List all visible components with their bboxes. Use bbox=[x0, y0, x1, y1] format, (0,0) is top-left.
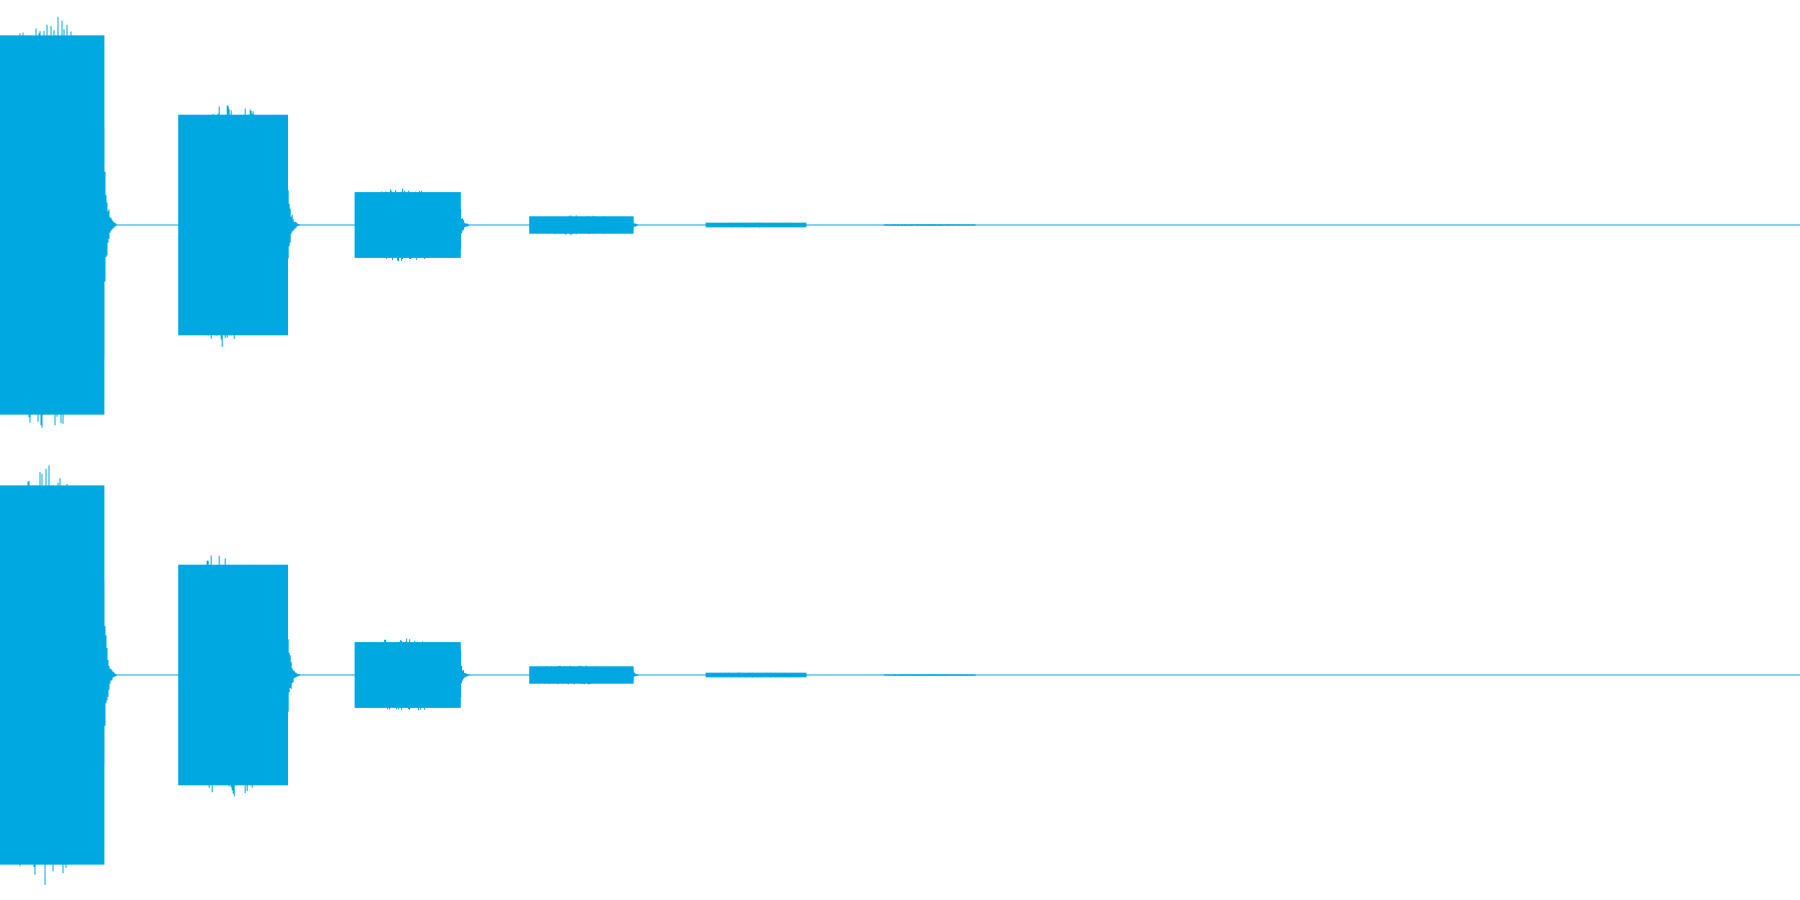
burst-core bbox=[705, 672, 807, 678]
burst-1 bbox=[0, 16, 117, 428]
burst-3 bbox=[354, 638, 474, 711]
burst-core bbox=[0, 485, 105, 865]
left-waveform-svg bbox=[0, 16, 1800, 428]
burst-4 bbox=[529, 665, 646, 685]
burst-2 bbox=[178, 555, 300, 797]
right-waveform-svg bbox=[0, 465, 1800, 885]
burst-core bbox=[529, 216, 634, 234]
burst-3 bbox=[354, 188, 474, 262]
burst-core bbox=[883, 674, 976, 676]
burst-core bbox=[705, 222, 807, 228]
burst-core bbox=[529, 666, 634, 684]
burst-6 bbox=[883, 224, 982, 226]
burst-2 bbox=[178, 105, 300, 347]
burst-core bbox=[178, 564, 288, 786]
burst-core bbox=[178, 114, 288, 336]
burst-core bbox=[0, 35, 105, 415]
channel-right-waveform[interactable] bbox=[0, 450, 1800, 900]
burst-1 bbox=[0, 465, 117, 885]
burst-core bbox=[354, 192, 461, 258]
burst-core bbox=[883, 224, 976, 226]
burst-5 bbox=[705, 222, 815, 228]
channel-left-waveform[interactable] bbox=[0, 0, 1800, 450]
burst-4 bbox=[529, 215, 645, 235]
burst-6 bbox=[883, 674, 981, 676]
burst-5 bbox=[705, 672, 816, 678]
burst-core bbox=[354, 642, 461, 708]
